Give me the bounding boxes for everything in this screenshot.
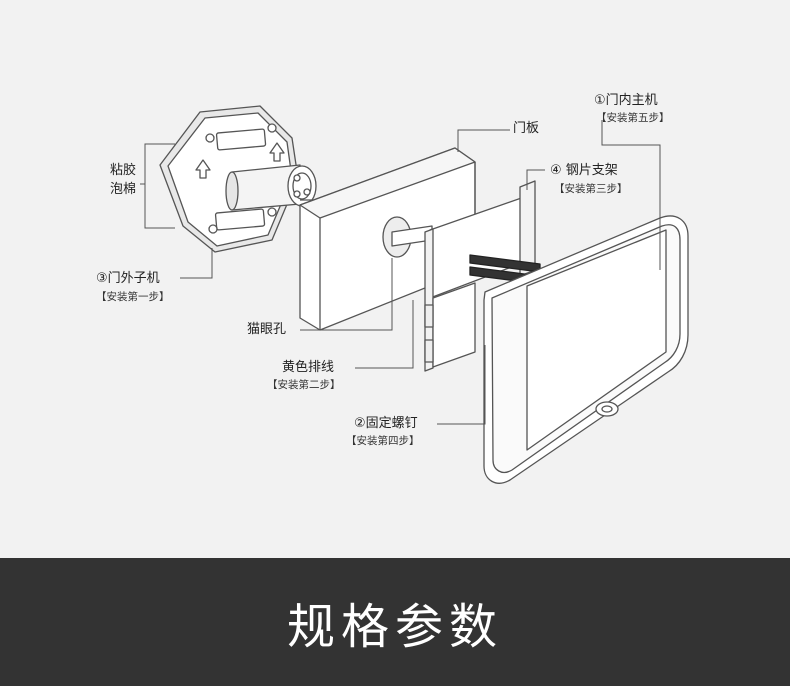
bracket-shape <box>424 180 536 372</box>
outer-unit-label: ③门外子机 <box>96 271 160 286</box>
adhesive-foam-label-line2: 泡棉 <box>110 182 137 197</box>
fixing-screw-step-label: 【安装第四步】 <box>346 435 420 447</box>
peephole-label: 猫眼孔 <box>247 322 287 337</box>
main-unit-step-label: 【安装第五步】 <box>596 112 670 124</box>
footer-banner: 规格参数 <box>0 558 790 686</box>
door-panel-label: 门板 <box>513 121 540 136</box>
outer-unit-step-label: 【安装第一步】 <box>96 291 170 303</box>
installation-diagram <box>140 105 689 484</box>
main-unit-label: ①门内主机 <box>594 93 658 108</box>
yellow-cable-step-label: 【安装第二步】 <box>267 379 341 391</box>
main-unit-shape <box>483 215 689 484</box>
outer-unit-shape <box>159 105 330 253</box>
yellow-cable-label: 黄色排线 <box>282 360 335 375</box>
bracket-label: ④ 钢片支架 <box>550 163 618 178</box>
fixing-screw-label: ②固定螺钉 <box>354 416 418 431</box>
footer-title: 规格参数 <box>286 599 503 655</box>
adhesive-foam-label-line1: 粘胶 <box>110 163 137 178</box>
bracket-step-label: 【安装第三步】 <box>554 183 628 195</box>
peephole-shape <box>382 216 433 258</box>
